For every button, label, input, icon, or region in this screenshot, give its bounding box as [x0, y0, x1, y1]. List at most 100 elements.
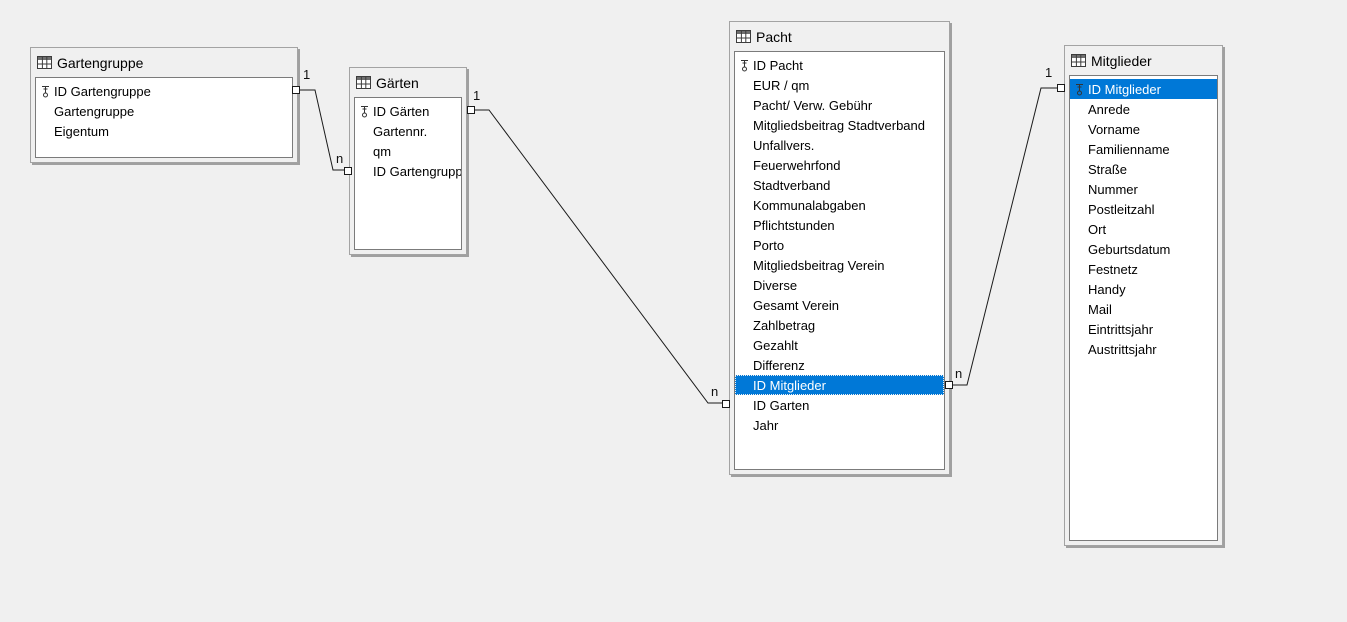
field-row-porto[interactable]: Porto	[735, 235, 944, 255]
field-label: Unfallvers.	[753, 137, 815, 153]
cardinality-label-pacht-mitglieder-from: n	[955, 366, 963, 381]
table-title: Pacht	[756, 28, 792, 45]
field-row-mail[interactable]: Mail	[1070, 299, 1217, 319]
table-title: Gärten	[376, 74, 419, 91]
field-label: Gartengruppe	[54, 103, 135, 119]
table-grid-icon	[356, 76, 371, 89]
field-label: Mitgliedsbeitrag Stadtverband	[753, 117, 925, 133]
table-title: Gartengruppe	[57, 54, 144, 71]
field-row-gartengruppe[interactable]: Gartengruppe	[36, 101, 292, 121]
field-row-gartennr[interactable]: Gartennr.	[355, 121, 461, 141]
table-header-mitglieder[interactable]: Mitglieder	[1065, 46, 1222, 75]
field-row-stra-e[interactable]: Straße	[1070, 159, 1217, 179]
field-row-stadtverband[interactable]: Stadtverband	[735, 175, 944, 195]
field-row-kommunalabgaben[interactable]: Kommunalabgaben	[735, 195, 944, 215]
field-row-gezahlt[interactable]: Gezahlt	[735, 335, 944, 355]
primary-key-icon	[735, 59, 753, 72]
table-header-gartengruppe[interactable]: Gartengruppe	[31, 48, 297, 77]
field-label: Pflichtstunden	[753, 217, 835, 233]
field-label: Diverse	[753, 277, 798, 293]
field-row-id-mitglieder[interactable]: ID Mitglieder	[735, 375, 944, 395]
field-row-mitgliedsbeitrag-verein[interactable]: Mitgliedsbeitrag Verein	[735, 255, 944, 275]
field-row-mitgliedsbeitrag-stadtverband[interactable]: Mitgliedsbeitrag Stadtverband	[735, 115, 944, 135]
field-row-familienname[interactable]: Familienname	[1070, 139, 1217, 159]
field-label: ID Pacht	[753, 57, 803, 73]
table-header-pacht[interactable]: Pacht	[730, 22, 949, 51]
field-label: Straße	[1088, 161, 1128, 177]
field-row-id-mitglieder[interactable]: ID Mitglieder	[1070, 79, 1217, 99]
field-label: Porto	[753, 237, 785, 253]
field-label: Geburtsdatum	[1088, 241, 1171, 257]
field-label: Gesamt Verein	[753, 297, 839, 313]
field-label: ID Mitglieder	[1088, 81, 1161, 97]
field-label: Jahr	[753, 417, 779, 433]
field-row-pflichtstunden[interactable]: Pflichtstunden	[735, 215, 944, 235]
table-header-gaerten[interactable]: Gärten	[350, 68, 466, 97]
field-row-postleitzahl[interactable]: Postleitzahl	[1070, 199, 1217, 219]
table-grid-icon	[37, 56, 52, 69]
primary-key-icon	[1070, 83, 1088, 96]
field-row-eintrittsjahr[interactable]: Eintrittsjahr	[1070, 319, 1217, 339]
primary-key-icon	[355, 105, 373, 118]
field-row-nummer[interactable]: Nummer	[1070, 179, 1217, 199]
field-label: Nummer	[1088, 181, 1138, 197]
field-row-eigentum[interactable]: Eigentum	[36, 121, 292, 141]
field-row-geburtsdatum[interactable]: Geburtsdatum	[1070, 239, 1217, 259]
field-label: Mitgliedsbeitrag Verein	[753, 257, 885, 273]
field-row-diverse[interactable]: Diverse	[735, 275, 944, 295]
field-label: Gartennr.	[373, 123, 428, 139]
field-row-pacht-verw-geb-hr[interactable]: Pacht/ Verw. Gebühr	[735, 95, 944, 115]
field-label: Zahlbetrag	[753, 317, 816, 333]
field-row-unfallvers[interactable]: Unfallvers.	[735, 135, 944, 155]
field-row-zahlbetrag[interactable]: Zahlbetrag	[735, 315, 944, 335]
field-label: Stadtverband	[753, 177, 831, 193]
field-row-gesamt-verein[interactable]: Gesamt Verein	[735, 295, 944, 315]
field-label: Kommunalabgaben	[753, 197, 866, 213]
field-row-vorname[interactable]: Vorname	[1070, 119, 1217, 139]
field-row-ort[interactable]: Ort	[1070, 219, 1217, 239]
field-label: Differenz	[753, 357, 805, 373]
field-label: Festnetz	[1088, 261, 1138, 277]
cardinality-label-gaerten-pacht-to: n	[711, 384, 719, 399]
table-title: Mitglieder	[1091, 52, 1152, 69]
field-label: ID Gärten	[373, 103, 430, 119]
field-row-eur-qm[interactable]: EUR / qm	[735, 75, 944, 95]
field-label: Mail	[1088, 301, 1112, 317]
table-grid-icon	[736, 30, 751, 43]
field-label: Ort	[1088, 221, 1107, 237]
field-row-festnetz[interactable]: Festnetz	[1070, 259, 1217, 279]
cardinality-label-gartengruppe-gaerten-to: n	[336, 151, 344, 166]
field-row-jahr[interactable]: Jahr	[735, 415, 944, 435]
field-label: Handy	[1088, 281, 1126, 297]
field-label: ID Garten	[753, 397, 810, 413]
field-row-id-pacht[interactable]: ID Pacht	[735, 55, 944, 75]
field-row-id-gartengruppe[interactable]: ID Gartengruppe	[36, 81, 292, 101]
field-row-differenz[interactable]: Differenz	[735, 355, 944, 375]
table-grid-icon	[1071, 54, 1086, 67]
cardinality-label-gaerten-pacht-from: 1	[473, 88, 481, 103]
field-label: EUR / qm	[753, 77, 810, 93]
field-row-id-garten[interactable]: ID Garten	[735, 395, 944, 415]
field-row-id-g-rten[interactable]: ID Gärten	[355, 101, 461, 121]
field-row-qm[interactable]: qm	[355, 141, 461, 161]
field-row-id-gartengruppe[interactable]: ID Gartengruppe	[355, 161, 461, 181]
field-label: Gezahlt	[753, 337, 798, 353]
field-row-handy[interactable]: Handy	[1070, 279, 1217, 299]
field-row-austrittsjahr[interactable]: Austrittsjahr	[1070, 339, 1217, 359]
field-row-feuerwehrfond[interactable]: Feuerwehrfond	[735, 155, 944, 175]
field-label: Eintrittsjahr	[1088, 321, 1154, 337]
cardinality-label-gartengruppe-gaerten-from: 1	[303, 67, 311, 82]
field-label: Familienname	[1088, 141, 1170, 157]
field-label: ID Mitglieder	[753, 377, 826, 393]
field-row-anrede[interactable]: Anrede	[1070, 99, 1217, 119]
field-label: ID Gartengruppe	[54, 83, 151, 99]
